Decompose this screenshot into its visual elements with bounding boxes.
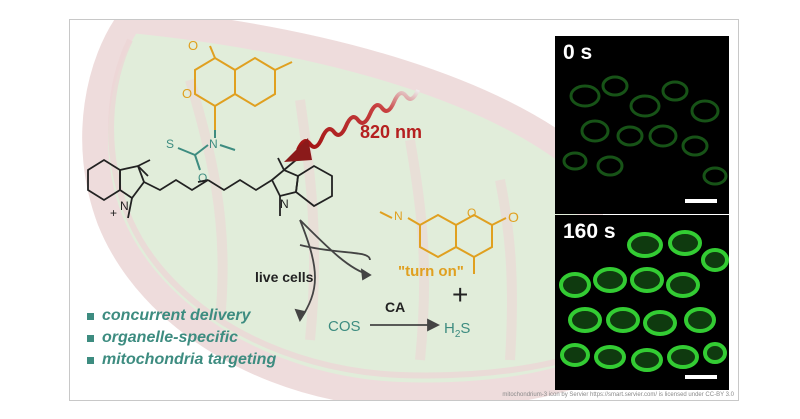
cyanine-n-left: N	[120, 199, 129, 213]
feature-text: concurrent delivery	[102, 307, 251, 324]
live-cells-label: live cells	[255, 269, 314, 285]
scale-bar	[685, 199, 717, 203]
bullet-square-icon	[87, 334, 94, 342]
coumarin-cage	[194, 45, 293, 130]
released-n-atom: N	[394, 209, 403, 223]
reaction-arrows	[294, 219, 441, 332]
time-label: 0 s	[563, 41, 593, 64]
micrograph-160s: 160 s	[555, 215, 729, 390]
feature-item: organelle-specific	[87, 327, 276, 349]
turn-on-label: "turn on"	[398, 263, 464, 280]
linker-o-atom: O	[198, 171, 207, 185]
released-coumarin	[379, 211, 507, 274]
feature-item: concurrent delivery	[87, 305, 276, 327]
cell-fluorescence-dim	[562, 75, 728, 186]
micrograph-0s: 0 s	[555, 36, 729, 214]
feature-text: organelle-specific	[102, 329, 239, 346]
nir-light-wave-icon	[284, 89, 420, 162]
linker-s-atom: S	[166, 137, 174, 151]
feature-text: mitochondria targeting	[102, 351, 277, 368]
linker-n-atom: N	[209, 137, 218, 151]
released-carbonyl-o: O	[508, 209, 519, 225]
thiocarbamate-linker	[177, 130, 236, 171]
graphical-abstract: O O N S O N + N 820 nm	[69, 19, 739, 401]
cyanine-scaffold	[87, 157, 333, 219]
ca-label: CA	[385, 299, 405, 315]
cyanine-charge: +	[110, 206, 117, 220]
bullet-square-icon	[87, 356, 94, 364]
feature-list: concurrent delivery organelle-specific m…	[87, 305, 276, 371]
coumarin-carbonyl-o: O	[188, 38, 198, 53]
feature-item: mitochondria targeting	[87, 349, 276, 371]
coumarin-ring-o: O	[182, 86, 192, 101]
cos-label: COS	[328, 318, 361, 335]
h2s-label: H2S	[444, 320, 470, 340]
mitochondrion-icon	[82, 20, 603, 400]
plus-sign: +	[452, 279, 468, 310]
cyanine-n-right: N	[280, 197, 289, 211]
wavelength-label: 820 nm	[360, 122, 422, 142]
time-label: 160 s	[563, 220, 616, 243]
scale-bar	[685, 375, 717, 379]
bullet-square-icon	[87, 312, 94, 320]
diagram-canvas: O O N S O N + N 820 nm	[82, 20, 603, 400]
cell-fluorescence-bright	[559, 230, 729, 372]
released-ring-o: O	[467, 206, 476, 220]
image-credit: mitochondrium-3 icon by Servier https://…	[502, 392, 734, 398]
